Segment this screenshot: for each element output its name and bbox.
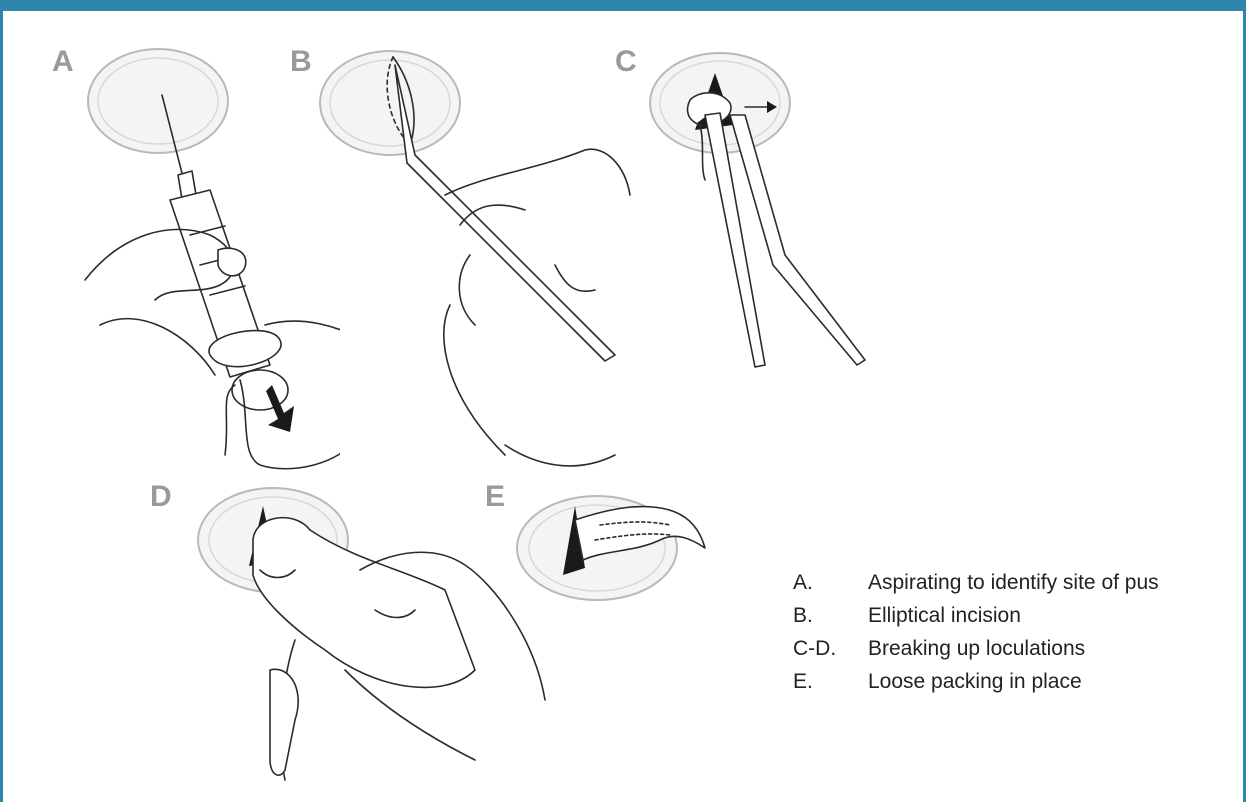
legend-text: Elliptical incision (868, 599, 1021, 632)
top-accent-bar (0, 0, 1246, 11)
legend-item: A. Aspirating to identify site of pus (793, 566, 1159, 599)
legend-item: C-D. Breaking up loculations (793, 632, 1159, 665)
legend-key: A. (793, 566, 868, 599)
forceps-spreading-illustration (605, 35, 885, 385)
scalpel-incision-illustration (285, 35, 645, 485)
legend-item: E. Loose packing in place (793, 665, 1159, 698)
legend-text: Breaking up loculations (868, 632, 1085, 665)
legend: A. Aspirating to identify site of pus B.… (793, 566, 1159, 698)
legend-key: E. (793, 665, 868, 698)
panel-c: C (605, 35, 885, 385)
panel-e: E (475, 470, 725, 640)
packing-strip-illustration (475, 470, 725, 640)
legend-key: C-D. (793, 632, 868, 665)
legend-item: B. Elliptical incision (793, 599, 1159, 632)
legend-text: Aspirating to identify site of pus (868, 566, 1159, 599)
legend-text: Loose packing in place (868, 665, 1082, 698)
panel-b: B (285, 35, 645, 485)
legend-key: B. (793, 599, 868, 632)
